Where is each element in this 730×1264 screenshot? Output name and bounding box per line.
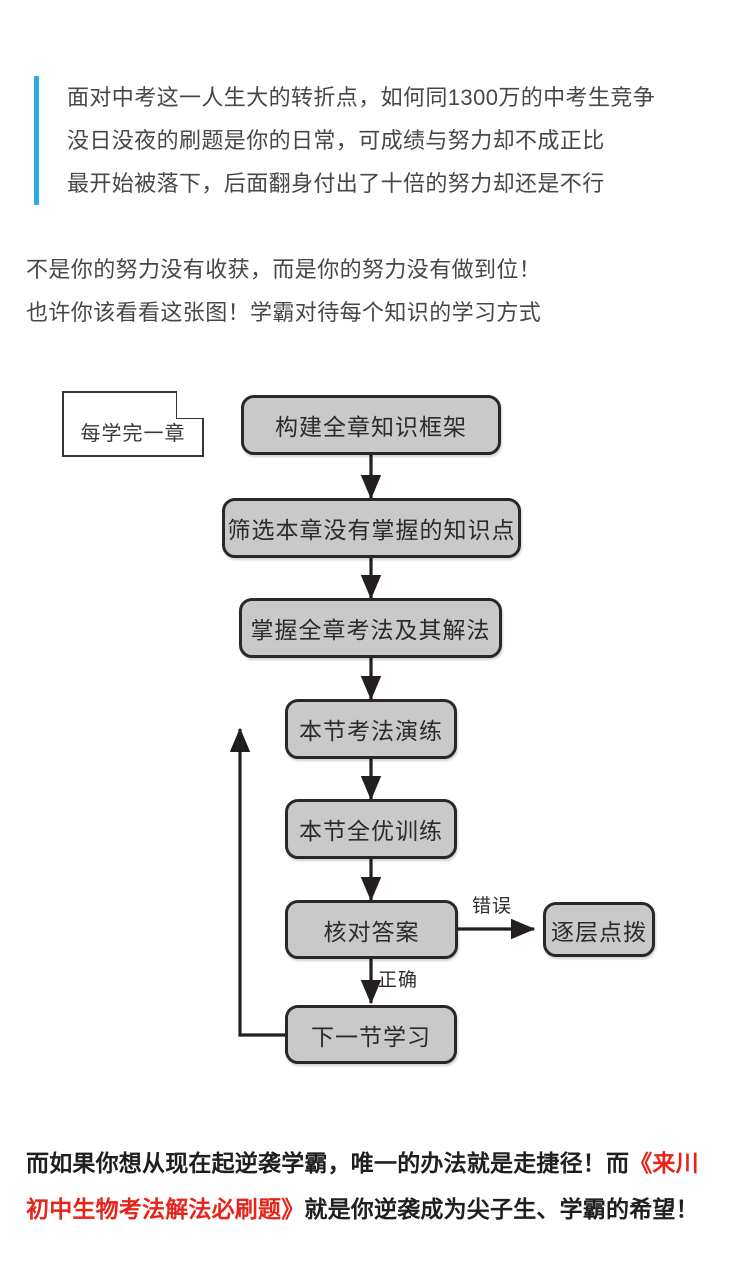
node-master-methods-label: 掌握全章考法及其解法 bbox=[250, 617, 491, 643]
cta-book-title-part-2: 初中生物考法解法必刷题》 bbox=[26, 1196, 305, 1222]
quote-accent-bar bbox=[34, 76, 39, 205]
quote-line-1: 面对中考这一人生大的转折点，如何同1300万的中考生竞争 bbox=[67, 85, 656, 110]
node-section-training[interactable]: 本节全优训练 bbox=[285, 799, 457, 859]
edge-label-wrong: 错误 bbox=[472, 896, 513, 917]
cta-line-1-text: 而如果你想从现在起逆袭学霸，唯一的办法就是走捷径！而 bbox=[26, 1150, 630, 1176]
node-check-answers-label: 核对答案 bbox=[323, 918, 420, 945]
node-master-methods[interactable]: 掌握全章考法及其解法 bbox=[239, 598, 502, 658]
quote-line-2: 没日没夜的刷题是你的日常，可成绩与努力却不成正比 bbox=[67, 128, 605, 153]
intro-quote-block: 面对中考这一人生大的转折点，如何同1300万的中考生竞争 没日没夜的刷题是你的日… bbox=[34, 76, 694, 205]
node-next-section[interactable]: 下一节学习 bbox=[285, 1005, 457, 1064]
note-card-chapter: 每学完一章 bbox=[62, 391, 204, 457]
node-check-answers[interactable]: 核对答案 bbox=[285, 900, 458, 959]
note-card-label: 每学完一章 bbox=[80, 423, 186, 445]
node-next-section-label: 下一节学习 bbox=[311, 1023, 431, 1050]
node-layered-guidance-label: 逐层点拨 bbox=[551, 918, 647, 945]
flowchart-connectors bbox=[229, 455, 536, 1037]
study-method-flowchart: 每学完一章 构建全章知识框架 筛选本章没有掌握的知识点 掌握全章考法及其解法 本… bbox=[0, 370, 730, 1090]
node-filter-gaps-label: 筛选本章没有掌握的知识点 bbox=[227, 517, 516, 543]
cta-block: 而如果你想从现在起逆袭学霸，唯一的办法就是走捷径！而《来川 初中生物考法解法必刷… bbox=[26, 1140, 716, 1232]
lead-paragraph: 不是你的努力没有收获，而是你的努力没有做到位！ 也许你该看看这张图！学霸对待每个… bbox=[26, 248, 706, 334]
lead-line-1: 不是你的努力没有收获，而是你的努力没有做到位！ bbox=[26, 257, 542, 282]
node-section-drill-label: 本节考法演练 bbox=[299, 718, 443, 744]
node-build-framework[interactable]: 构建全章知识框架 bbox=[241, 395, 501, 455]
lead-line-2: 也许你该看看这张图！学霸对待每个知识的学习方式 bbox=[26, 300, 542, 325]
cta-line-1: 而如果你想从现在起逆袭学霸，唯一的办法就是走捷径！而《来川 bbox=[26, 1140, 716, 1186]
cta-line-2-text: 就是你逆袭成为尖子生、学霸的希望！ bbox=[304, 1196, 699, 1222]
quote-line-3: 最开始被落下，后面翻身付出了十倍的努力却还是不行 bbox=[67, 171, 605, 196]
cta-book-title-part-1: 《来川 bbox=[629, 1150, 699, 1176]
edge-label-correct: 正确 bbox=[378, 970, 419, 991]
node-section-training-label: 本节全优训练 bbox=[299, 818, 443, 844]
quote-text-group: 面对中考这一人生大的转折点，如何同1300万的中考生竞争 没日没夜的刷题是你的日… bbox=[39, 76, 694, 205]
node-section-drill[interactable]: 本节考法演练 bbox=[285, 699, 457, 759]
node-layered-guidance[interactable]: 逐层点拨 bbox=[543, 902, 655, 957]
node-filter-gaps[interactable]: 筛选本章没有掌握的知识点 bbox=[222, 498, 521, 558]
cta-line-2: 初中生物考法解法必刷题》就是你逆袭成为尖子生、学霸的希望！ bbox=[26, 1186, 716, 1232]
node-build-framework-label: 构建全章知识框架 bbox=[275, 414, 467, 440]
